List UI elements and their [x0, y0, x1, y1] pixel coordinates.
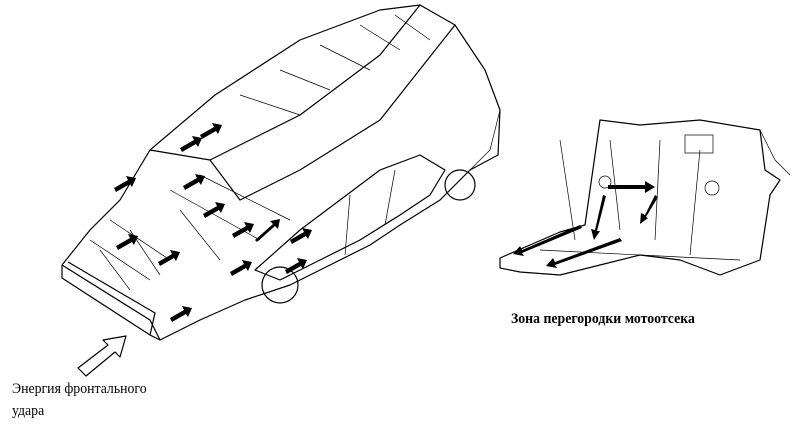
firewall-zone-illustration [499, 119, 791, 276]
arrow-icon [591, 195, 606, 240]
firewall-zone-caption: Зона перегородки мотоотсека [511, 311, 695, 327]
force-arrows [114, 123, 312, 322]
arrow-icon [255, 219, 280, 242]
car-body-frame [61, 4, 501, 341]
arrow-icon [546, 238, 622, 268]
arrow-icon [203, 202, 225, 218]
arrow-icon [116, 234, 138, 250]
arrow-icon [114, 176, 136, 192]
arrow-icon [183, 174, 205, 190]
frontal-impact-label-line1: Энергия фронтального [12, 381, 147, 397]
arrow-icon [158, 250, 180, 266]
arrow-icon [285, 258, 307, 274]
arrow-icon [200, 123, 222, 139]
arrow-icon [170, 306, 192, 322]
frontal-impact-label: Энергия фронтального удара [12, 378, 147, 422]
frontal-impact-label-line2: удара [12, 403, 45, 419]
arrow-icon [230, 260, 252, 276]
impact-arrow-icon [77, 335, 127, 377]
arrow-icon [180, 136, 202, 152]
arrow-icon [640, 195, 658, 224]
arrow-icon [232, 222, 254, 238]
arrow-icon [513, 225, 582, 256]
arrow-icon [608, 181, 655, 193]
arrow-icon [290, 228, 312, 244]
